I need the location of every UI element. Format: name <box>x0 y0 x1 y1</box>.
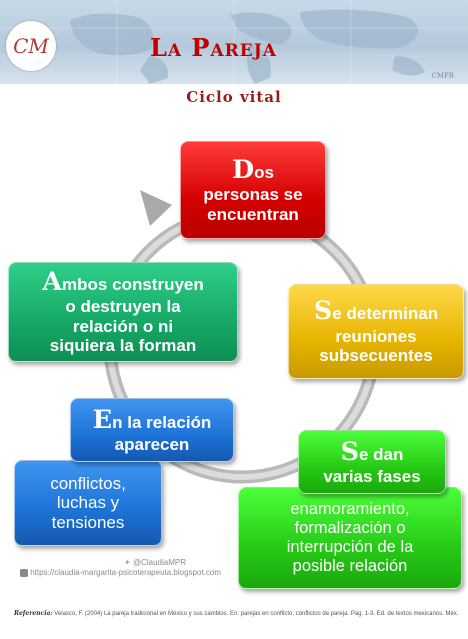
step3-detail-line2: formalización o <box>294 519 406 538</box>
step-se-dan-detail: enamoramiento, formalización o interrupc… <box>238 487 462 589</box>
step2-line1: e determinan <box>332 304 439 324</box>
step5-initial: A <box>42 267 63 298</box>
reference-note: Referencia: Velasco, F. (2004) La pareja… <box>14 610 464 617</box>
step1-initial: D <box>232 154 255 185</box>
twitter-handle-text: @ClaudiaMPR <box>132 558 186 567</box>
page-title: La Pareja <box>150 33 277 62</box>
reference-label: Referencia: <box>14 610 53 617</box>
step-ambos-construyen: Ambos construyen o destruyen la relación… <box>8 262 238 362</box>
world-map-background <box>0 0 468 84</box>
step-en-la-relacion: En la relación aparecen <box>70 398 234 462</box>
cycle-arrowhead-icon <box>140 190 172 226</box>
step1-line1: os <box>254 162 274 182</box>
step4-line1: n la relación <box>112 412 212 432</box>
blog-link[interactable]: https://claudia-margarita-psicoterapeuta… <box>20 568 221 577</box>
step5-line4: siquiera la forman <box>49 336 197 356</box>
twitter-bird-icon: ✦ <box>124 558 131 567</box>
step-se-dan: Se dan varias fases <box>298 430 446 494</box>
header-banner: CM La Pareja CMPR <box>0 0 468 84</box>
step5-line3: relación o ni <box>72 316 174 336</box>
step3-detail-line1: enamoramiento, <box>290 500 410 519</box>
step2-initial: S <box>313 296 333 327</box>
step4-initial: E <box>92 404 113 435</box>
step-en-la-relacion-detail: conflictos, luchas y tensiones <box>14 460 162 546</box>
blog-link-text: https://claudia-margarita-psicoterapeuta… <box>30 568 221 577</box>
step3-line2: varias fases <box>323 466 421 486</box>
step-se-determinan: Se determinan reuniones subsecuentes <box>288 284 464 379</box>
step3-line1: e dan <box>359 444 404 464</box>
step4-line2: aparecen <box>114 434 190 454</box>
step4-detail-line1: conflictos, <box>50 473 126 493</box>
step4-detail-line2: luchas y <box>56 493 120 513</box>
step4-detail-line3: tensiones <box>51 512 125 532</box>
blogger-icon <box>20 568 28 577</box>
step5-line2: o destruyen la <box>65 297 181 317</box>
watermark: CMPR <box>431 72 454 80</box>
step2-line2: reuniones <box>335 326 417 346</box>
page-subtitle: Ciclo vital <box>186 88 282 106</box>
logo: CM <box>6 21 56 71</box>
reference-text: Velasco, F. (2004) La pareja tradicional… <box>54 611 459 617</box>
step-dos-personas: Dos personas se encuentran <box>180 141 326 239</box>
step3-detail-line4: posible relación <box>292 556 408 575</box>
step3-detail-line3: interrupción de la <box>286 538 414 556</box>
step1-line2: personas se <box>203 185 303 205</box>
step3-initial: S <box>340 436 359 467</box>
twitter-handle[interactable]: ✦ @ClaudiaMPR <box>124 558 186 567</box>
step1-line3: encuentran <box>207 204 299 224</box>
step2-line3: subsecuentes <box>319 346 433 366</box>
step5-line1: mbos construyen <box>62 275 204 295</box>
